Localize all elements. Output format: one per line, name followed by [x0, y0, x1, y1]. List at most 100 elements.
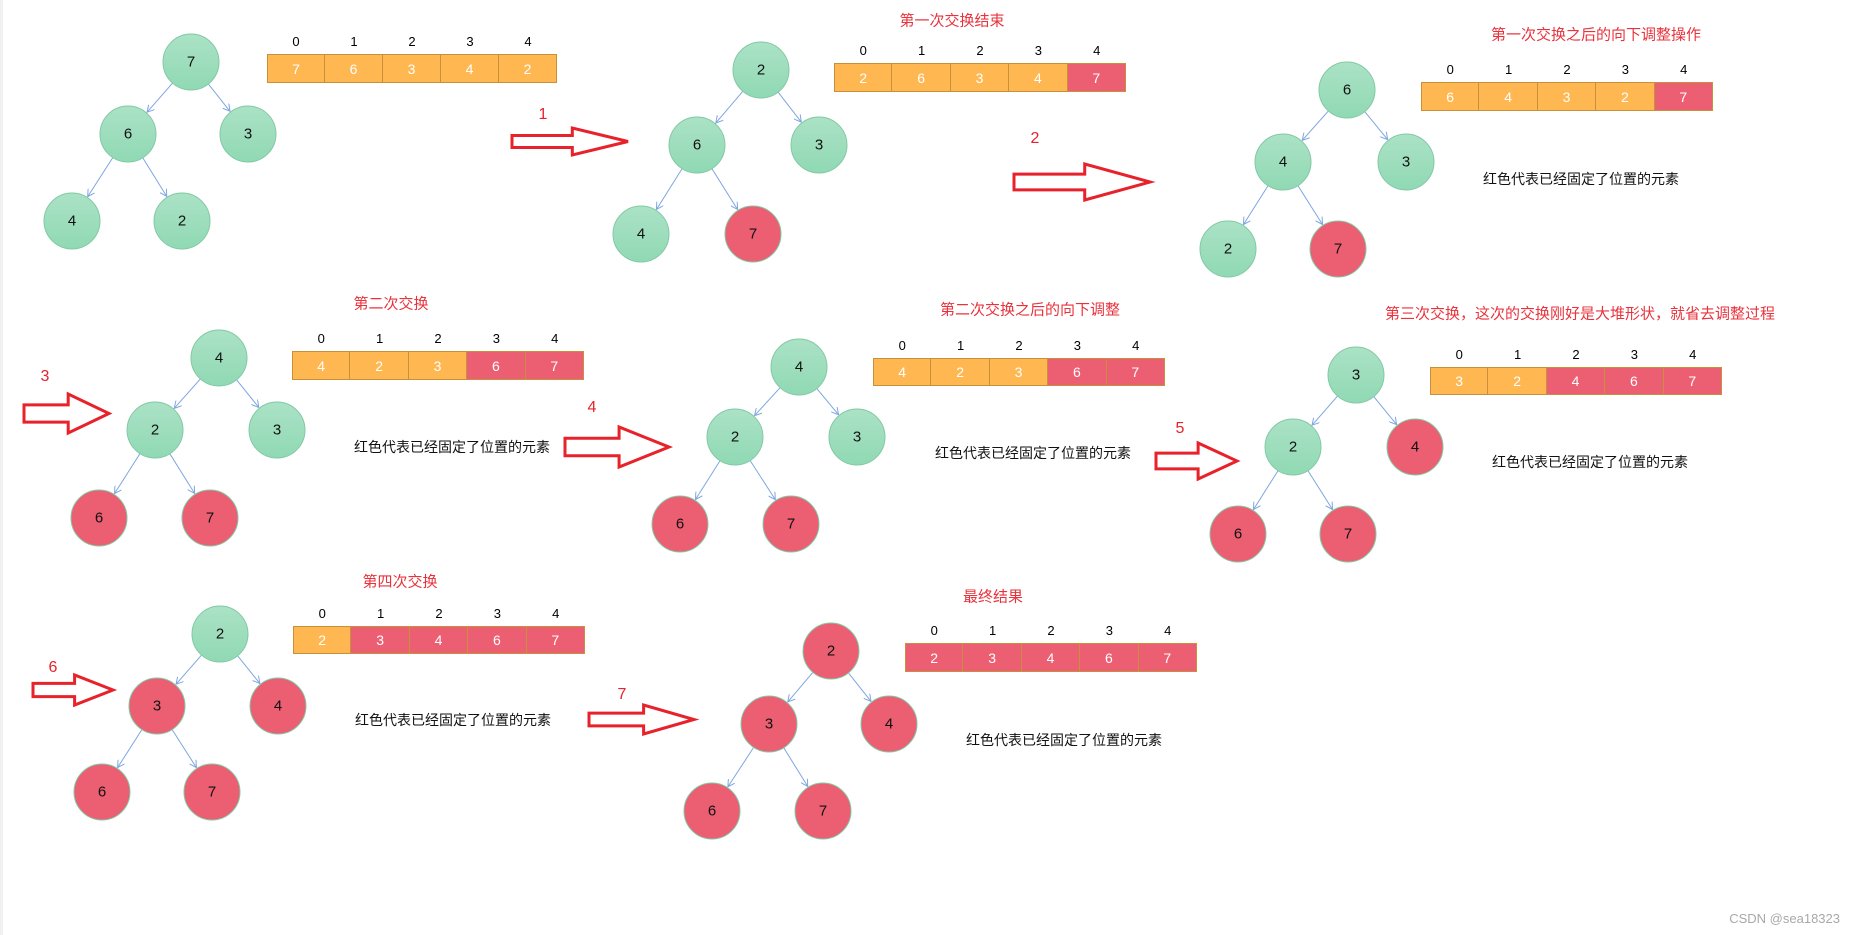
array-index-label: 0 — [292, 34, 300, 49]
tree-node: 2 — [706, 408, 764, 466]
node-circle — [1254, 133, 1312, 191]
tree-edge — [710, 166, 738, 209]
node-circle — [706, 408, 764, 466]
array-cell: 4 — [1479, 82, 1538, 111]
array-index-label: 3 — [1034, 43, 1042, 58]
tree-edge — [755, 385, 782, 415]
tree-node: 6 — [99, 105, 157, 163]
node-value: 2 — [1224, 241, 1232, 258]
node-value: 2 — [178, 213, 186, 230]
tree-edge — [1372, 394, 1396, 424]
node-value: 6 — [98, 784, 106, 801]
fixed-elements-note: 红色代表已经固定了位置的元素 — [935, 445, 1131, 461]
node-circle — [668, 116, 726, 174]
node-value: 7 — [1334, 241, 1342, 258]
tree-edge — [656, 166, 684, 209]
array-index-label: 3 — [493, 606, 501, 621]
step-title: 第一次交换之后的向下调整操作 — [1490, 26, 1702, 44]
array-index-label: 0 — [318, 606, 326, 621]
tree-node-fixed: 7 — [794, 782, 852, 840]
node-circle — [1309, 220, 1367, 278]
tree-edge — [88, 155, 115, 197]
tree-node: 4 — [1254, 133, 1312, 191]
array-cell-fixed: 3 — [351, 626, 410, 654]
array-cell-fixed: 6 — [1080, 643, 1139, 672]
watermark: CSDN @sea18323 — [1729, 911, 1840, 926]
array-index-label: 4 — [1689, 347, 1697, 362]
array-index-label: 4 — [1132, 338, 1140, 353]
step-arrow-icon — [1154, 440, 1241, 482]
array-cell-fixed: 4 — [1021, 643, 1081, 672]
fixed-elements-note: 红色代表已经固定了位置的元素 — [1492, 454, 1688, 470]
tree-node-fixed: 6 — [1209, 505, 1267, 563]
node-circle — [762, 495, 820, 553]
tree-edge — [1243, 183, 1270, 225]
step-arrow-icon — [587, 703, 700, 736]
node-circle — [249, 677, 307, 735]
node-circle — [99, 105, 157, 163]
node-value: 7 — [208, 784, 216, 801]
array-cell-fixed: 7 — [525, 351, 584, 380]
array-index-label: 4 — [524, 34, 532, 49]
step-number-label: 2 — [1030, 130, 1040, 147]
node-circle — [770, 338, 828, 396]
array-index-label: 0 — [898, 338, 906, 353]
tree-edge — [234, 377, 258, 407]
array-index-label: 1 — [1513, 347, 1522, 362]
step-arrow-icon — [31, 672, 118, 708]
array-cell: 2 — [499, 54, 557, 83]
array-cell-fixed: 4 — [1546, 367, 1606, 395]
tree-node-fixed: 6 — [73, 763, 131, 821]
node-value: 7 — [206, 510, 214, 527]
node-value: 2 — [827, 643, 835, 660]
tree-node-fixed: 7 — [183, 763, 241, 821]
array-index-label: 3 — [1621, 62, 1629, 77]
node-value: 3 — [273, 422, 281, 439]
node-value: 2 — [151, 422, 159, 439]
tree-edge — [695, 458, 722, 500]
array-index-label: 2 — [408, 34, 416, 49]
node-value: 3 — [765, 716, 773, 733]
tree-node-fixed: 6 — [651, 495, 709, 553]
node-circle — [191, 605, 249, 663]
array-cell: 4 — [292, 351, 351, 380]
array-cell: 3 — [989, 358, 1049, 386]
array-cell: 6 — [892, 63, 951, 92]
tree-node: 3 — [828, 408, 886, 466]
node-value: 7 — [787, 516, 795, 533]
tree-node-fixed: 3 — [740, 695, 798, 753]
array-index-label: 0 — [1455, 347, 1463, 362]
tree-node: 4 — [43, 192, 101, 250]
tree-node-fixed: 7 — [724, 205, 782, 263]
node-value: 4 — [68, 213, 76, 230]
step-number-label: 1 — [538, 106, 548, 123]
tree-node: 6 — [668, 116, 726, 174]
tree-node-fixed: 4 — [860, 695, 918, 753]
array-index-label: 0 — [859, 43, 867, 58]
step-title: 第四次交换 — [362, 573, 438, 591]
tree-node: 3 — [1377, 133, 1435, 191]
node-value: 7 — [749, 226, 757, 243]
array-index-label: 0 — [317, 331, 325, 346]
array-cell-fixed: 7 — [526, 626, 585, 654]
node-circle — [683, 782, 741, 840]
tree-node-fixed: 4 — [249, 677, 307, 735]
node-value: 4 — [1279, 154, 1287, 171]
tree-edge — [168, 451, 195, 493]
array-index-label: 1 — [917, 43, 926, 58]
node-circle — [828, 408, 886, 466]
tree-edge — [176, 653, 204, 685]
node-value: 4 — [885, 716, 893, 733]
tree-node: 3 — [219, 105, 277, 163]
tree-node-fixed: 2 — [802, 622, 860, 680]
node-circle — [612, 205, 670, 263]
fixed-elements-note: 红色代表已经固定了位置的元素 — [966, 732, 1162, 748]
array-index-label: 1 — [956, 338, 965, 353]
tree-edge — [748, 458, 775, 500]
